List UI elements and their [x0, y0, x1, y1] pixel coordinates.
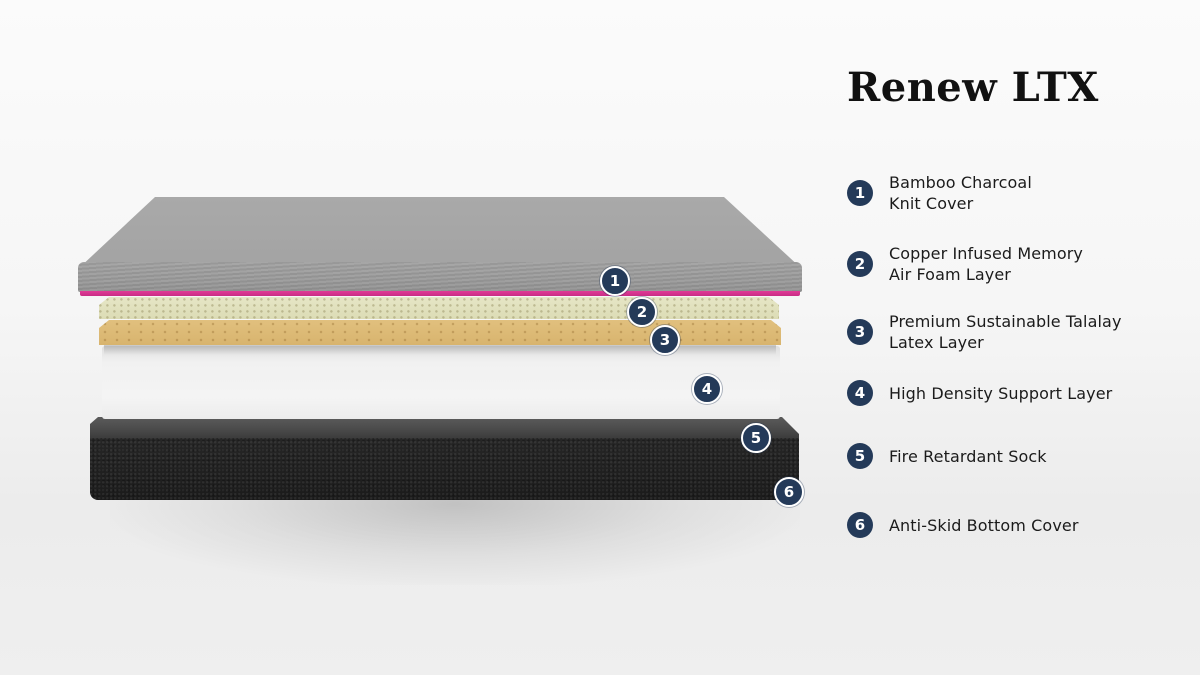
number-badge-6-icon: 6	[847, 512, 873, 538]
legend-label: High Density Support Layer	[889, 383, 1113, 403]
product-title: Renew LTX	[847, 64, 1099, 111]
floor-shadow	[110, 495, 800, 585]
number-badge-4-icon: 4	[847, 380, 873, 406]
layer-copper-memory-air-foam	[99, 297, 779, 319]
layer-knit-cover-top	[78, 197, 802, 269]
legend-label: Fire Retardant Sock	[889, 446, 1047, 466]
callout-badge-2: 2	[627, 297, 657, 327]
number-badge-2-icon: 2	[847, 251, 873, 277]
legend-item-6: 6 Anti-Skid Bottom Cover	[847, 512, 1079, 538]
legend-label: Bamboo Charcoal Knit Cover	[889, 173, 1032, 213]
legend-label: Premium Sustainable Talalay Latex Layer	[889, 312, 1122, 352]
callout-badge-5: 5	[741, 423, 771, 453]
number-badge-3-icon: 3	[847, 319, 873, 345]
number-badge-5-icon: 5	[847, 443, 873, 469]
layer-anti-skid-bottom-cover	[90, 437, 799, 500]
latex-layer-shadow	[104, 345, 776, 355]
callout-badge-1: 1	[600, 266, 630, 296]
callout-badge-3: 3	[650, 325, 680, 355]
layer-legend: 1 Bamboo Charcoal Knit Cover 2 Copper In…	[847, 0, 1187, 675]
layer-high-density-support	[102, 346, 780, 419]
legend-item-4: 4 High Density Support Layer	[847, 380, 1112, 406]
number-badge-1-icon: 1	[847, 180, 873, 206]
legend-label: Copper Infused Memory Air Foam Layer	[889, 244, 1084, 284]
legend-item-2: 2 Copper Infused Memory Air Foam Layer	[847, 243, 1083, 285]
callout-badge-6: 6	[774, 477, 804, 507]
layer-fire-retardant-sock	[90, 417, 799, 438]
mattress-illustration: 1 2 3 4 5 6	[78, 197, 804, 585]
legend-item-3: 3 Premium Sustainable Talalay Latex Laye…	[847, 311, 1122, 353]
legend-item-1: 1 Bamboo Charcoal Knit Cover	[847, 172, 1032, 214]
callout-badge-4: 4	[692, 374, 722, 404]
legend-label: Anti-Skid Bottom Cover	[889, 515, 1079, 535]
cover-pink-trim	[80, 291, 800, 296]
legend-item-5: 5 Fire Retardant Sock	[847, 443, 1047, 469]
layer-knit-cover-front	[78, 262, 802, 292]
